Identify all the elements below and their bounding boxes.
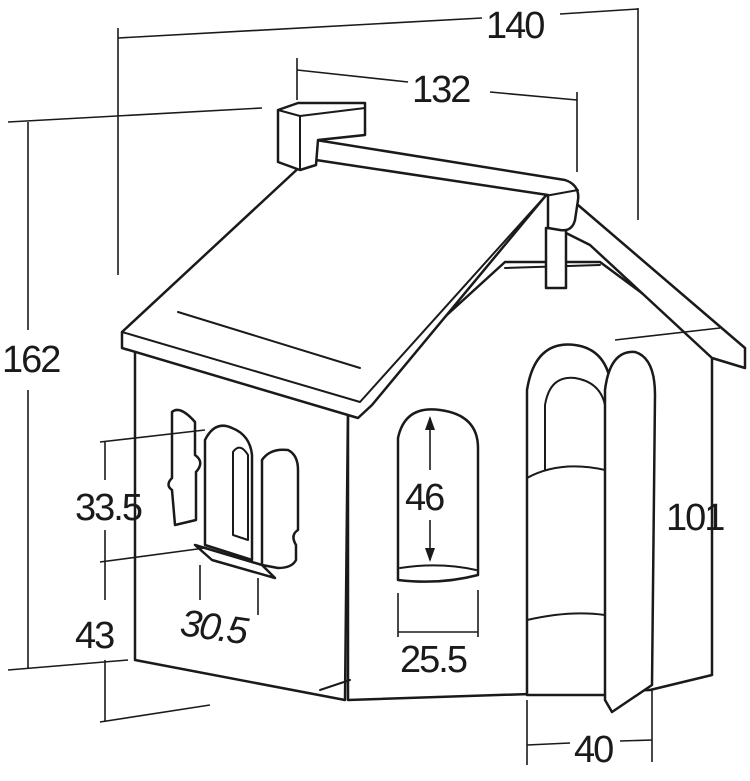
label-window-width: 30.5 bbox=[178, 602, 252, 653]
label-door-height: 101 bbox=[666, 497, 724, 539]
door-panel[interactable] bbox=[603, 350, 657, 714]
window-left-opening bbox=[203, 424, 254, 562]
label-roof-width: 132 bbox=[412, 69, 470, 111]
window-right-shutter bbox=[260, 448, 300, 570]
door-inner-floor bbox=[526, 612, 606, 621]
label-arched-window-height: 46 bbox=[405, 477, 444, 519]
label-arched-window-width: 25.5 bbox=[400, 639, 467, 681]
roof-edge bbox=[121, 192, 549, 403]
ridge-cap bbox=[314, 138, 580, 232]
door-inner-seat bbox=[526, 465, 606, 479]
corner-detail bbox=[319, 679, 351, 691]
window-left-shutter bbox=[167, 408, 202, 527]
window-left-inner bbox=[232, 446, 249, 541]
ridge-cap-edge bbox=[544, 189, 579, 197]
label-door-width: 40 bbox=[574, 729, 613, 771]
dimension-lines bbox=[7, 8, 721, 765]
label-overall-width: 140 bbox=[486, 5, 544, 47]
arched-window-sill bbox=[399, 564, 477, 571]
label-overall-height: 162 bbox=[2, 339, 60, 381]
ridge-post bbox=[544, 226, 568, 290]
door-opening bbox=[525, 343, 614, 697]
door-arch-inner bbox=[544, 376, 606, 471]
label-window-height: 33.5 bbox=[75, 487, 142, 529]
roof-groove bbox=[177, 311, 361, 369]
window-sill bbox=[193, 543, 277, 580]
arched-window bbox=[396, 408, 480, 583]
label-window-sill-height: 43 bbox=[75, 615, 114, 657]
playhouse bbox=[120, 101, 747, 714]
